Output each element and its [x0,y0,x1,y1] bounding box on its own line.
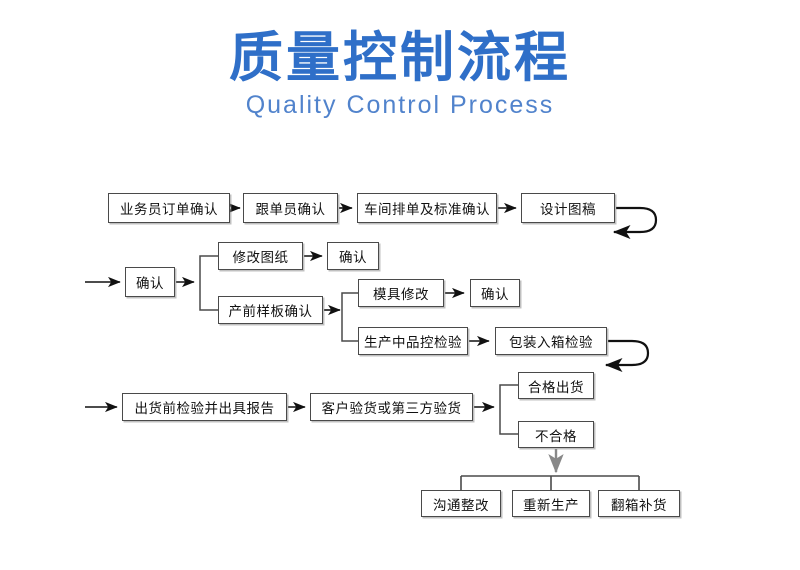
flow-node-n15: 合格出货 [518,372,594,399]
flow-node-n6: 修改图纸 [218,242,303,270]
flow-node-n2: 跟单员确认 [243,193,338,223]
bracket-row2-split [199,255,218,311]
page-subtitle: Quality Control Process [245,91,555,120]
flow-node-n17: 沟通整改 [421,490,501,517]
flow-node-n4: 设计图稿 [521,193,615,223]
flow-node-n13: 出货前检验并出具报告 [122,393,287,421]
edge-loop-row1 [612,206,658,240]
page-header: 质量控制流程 Quality Control Process [0,0,800,120]
flow-node-n12: 包装入箱检验 [495,327,607,355]
flow-node-n1: 业务员订单确认 [108,193,230,223]
bracket-row2-split2 [341,292,358,342]
edge-loop-row2 [604,339,650,373]
flow-node-n19: 翻箱补货 [598,490,680,517]
flow-node-n14: 客户验货或第三方验货 [310,393,473,421]
flow-node-n8: 产前样板确认 [218,296,323,324]
flow-node-n3: 车间排单及标准确认 [357,193,497,223]
page-title: 质量控制流程 [229,26,571,89]
flow-node-n9: 模具修改 [358,279,444,307]
flow-node-n7: 确认 [327,242,379,270]
flow-node-n18: 重新生产 [512,490,590,517]
flow-node-n11: 生产中品控检验 [358,327,468,355]
bracket-row3-split [499,384,518,435]
flow-node-n5: 确认 [125,267,175,297]
flow-node-n10: 确认 [470,279,520,307]
flow-node-n16: 不合格 [518,421,594,448]
